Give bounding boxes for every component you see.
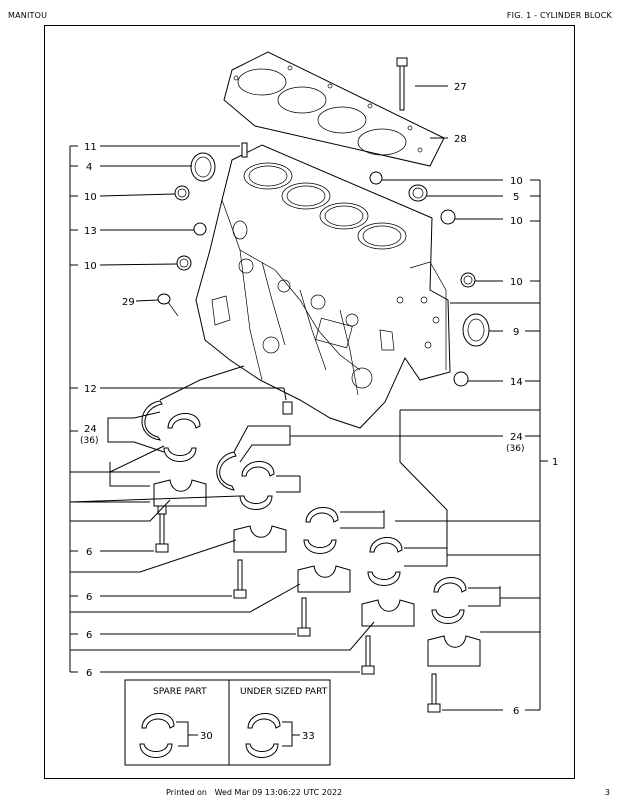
callout-24-right: 24 (510, 432, 523, 443)
callout-10-right-2: 10 (510, 216, 523, 227)
thrust-washer-right (216, 451, 237, 491)
callout-10-left-bottom: 10 (84, 261, 97, 272)
rear-bushing (462, 313, 490, 347)
callout-27: 27 (454, 82, 467, 93)
print-info: Printed on Wed Mar 09 13:06:22 UTC 2022 (166, 788, 342, 797)
spare-bearing-shell (139, 713, 175, 758)
leader-lines (69, 85, 503, 711)
callout-10-left-top: 10 (84, 192, 97, 203)
head-bolt (396, 57, 408, 111)
bearing-shell-1 (163, 413, 201, 462)
callout-11: 11 (84, 142, 97, 153)
callout-6-c: 6 (86, 630, 92, 641)
callout-24-right-quantity: (36) (506, 444, 524, 454)
o-ring-top-right (369, 171, 383, 185)
bearing-cap-3 (297, 565, 351, 637)
drawing-frame (44, 25, 575, 779)
callout-9: 9 (513, 327, 519, 338)
spare-parts-inset: SPARE PART UNDER SIZED PART 30 33 (124, 679, 331, 766)
callout-10-right-1: 10 (510, 176, 523, 187)
spare-part-title: SPARE PART (153, 687, 207, 697)
callout-33: 33 (302, 731, 315, 742)
callout-6-b: 6 (86, 592, 92, 603)
head-gasket (223, 51, 445, 167)
bearing-shell-2 (239, 461, 275, 510)
plug-10-right (440, 209, 456, 225)
bearing-shell-3 (303, 507, 339, 554)
plug-14 (453, 371, 469, 387)
callout-1: 1 (552, 457, 558, 468)
callout-24-left-quantity: (36) (80, 436, 98, 446)
callout-12: 12 (84, 384, 97, 395)
printed-date: Wed Mar 09 13:06:22 UTC 2022 (214, 788, 343, 797)
bearing-cap-4 (361, 599, 415, 675)
bearing-shell-5 (431, 577, 467, 624)
cylinder-block (195, 144, 451, 429)
callout-24-left: 24 (84, 424, 97, 435)
bearing-cap-2 (233, 525, 287, 599)
callout-29: 29 (122, 297, 135, 308)
plug-29 (157, 293, 179, 317)
plug-12 (282, 401, 293, 415)
plug-5 (408, 184, 428, 202)
thrust-washer-left (141, 400, 163, 441)
right-bracket (395, 179, 548, 711)
callout-5: 5 (513, 192, 519, 203)
bearing-cap-1 (153, 479, 207, 553)
front-seal-ring (190, 152, 216, 182)
callout-6-a: 6 (86, 547, 92, 558)
under-sized-bearing-shell (245, 713, 281, 758)
callout-4: 4 (86, 162, 92, 173)
o-ring-left (176, 255, 192, 271)
callout-labels: 11 4 10 13 10 29 12 24 (36) 27 28 10 5 1… (80, 82, 558, 717)
callout-6-e: 6 (513, 706, 519, 717)
callout-6-d: 6 (86, 668, 92, 679)
under-sized-part-title: UNDER SIZED PART (240, 687, 328, 697)
callout-14: 14 (510, 377, 523, 388)
bearing-shell-4 (367, 537, 403, 586)
callout-28: 28 (454, 134, 467, 145)
callout-10-right-3: 10 (510, 277, 523, 288)
printed-label: Printed on (166, 788, 207, 797)
plug-left (174, 185, 190, 201)
o-ring-right (460, 272, 476, 288)
dowel-pin (241, 142, 248, 158)
plug-13 (193, 222, 207, 236)
brand-name: MANITOU (8, 11, 48, 20)
figure-title: FIG. 1 - CYLINDER BLOCK (506, 11, 612, 20)
page-number: 3 (604, 788, 610, 797)
bearing-cap-5 (427, 635, 481, 713)
callout-13: 13 (84, 226, 97, 237)
callout-30: 30 (200, 731, 213, 742)
